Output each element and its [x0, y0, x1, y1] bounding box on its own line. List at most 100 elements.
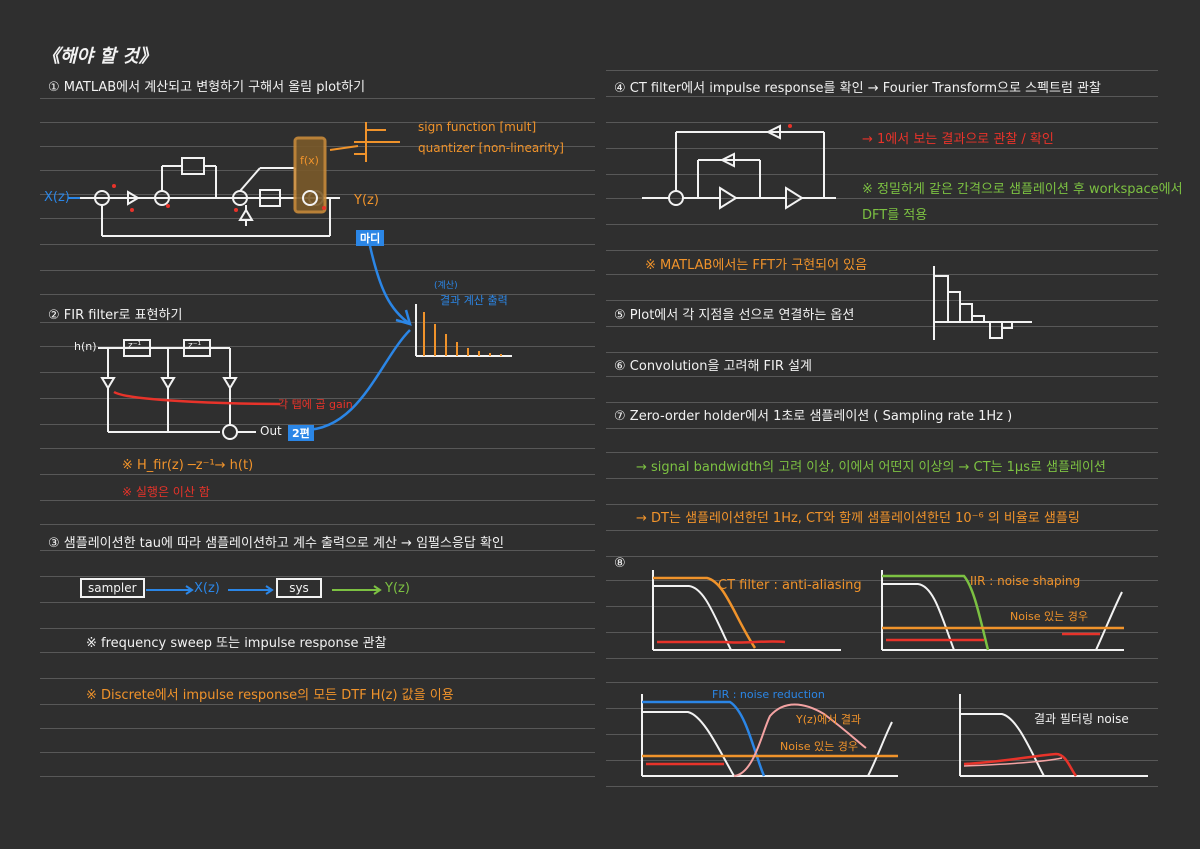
section-2-heading: ② FIR filter로 표현하기 — [48, 308, 183, 323]
ruled-line — [606, 148, 1158, 149]
plot-3-label: FIR : noise reduction — [712, 688, 825, 701]
ruled-line — [40, 98, 595, 99]
ruled-line — [606, 326, 1158, 327]
fir-note-1: ※ H_fir(z) ─z⁻¹→ h(t) — [122, 458, 254, 473]
s4-note-green-2: DFT를 적용 — [862, 208, 928, 223]
ruled-line — [40, 218, 595, 219]
plot-2-label: IIR : noise shaping — [970, 574, 1081, 588]
ruled-line — [40, 752, 595, 753]
ruled-line — [606, 376, 1158, 377]
ruled-line — [40, 678, 595, 679]
ct-filter-diagram — [642, 124, 836, 210]
s3-note-1: ※ frequency sweep 또는 impulse response 관찰 — [86, 636, 387, 651]
ruled-line — [606, 402, 1158, 403]
diagram1-block-label: f(x) — [300, 154, 319, 167]
diagram1-tag: 마디 — [356, 230, 385, 246]
s7-orange-note: → DT는 샘플레이션한던 1Hz, CT와 함께 샘플레이션한던 10⁻⁶ 의… — [636, 511, 1080, 526]
ruled-line — [606, 352, 1158, 353]
ruled-line — [40, 500, 595, 501]
ruled-line — [606, 250, 1158, 251]
sampler-block: sampler — [80, 578, 145, 598]
s4-note-green-1: ※ 정밀하게 같은 간격으로 샘플레이션 후 workspace에서 — [862, 182, 1183, 197]
ruled-line — [40, 628, 595, 629]
ruled-line — [606, 174, 1158, 175]
ruled-line — [606, 682, 1158, 683]
fir-gain-note: 각 탭에 곱 gain — [278, 398, 353, 411]
ruled-line — [606, 658, 1158, 659]
s4-note-orange: ※ MATLAB에서는 FFT가 구현되어 있음 — [645, 258, 868, 273]
ruled-line — [606, 504, 1158, 505]
plot-1-label: CT filter : anti-aliasing — [718, 578, 862, 593]
sign-function-note: sign function [mult] — [418, 120, 537, 134]
ruled-line — [40, 652, 595, 653]
section-8-heading: ⑧ — [614, 556, 626, 571]
ruled-line — [606, 70, 1158, 71]
section-5-heading: ⑤ Plot에서 각 지점을 선으로 연결하는 옵션 — [614, 308, 855, 323]
fir-note-2: ※ 실행은 이산 함 — [122, 485, 210, 499]
fir-delay-1: z⁻¹ — [128, 341, 142, 351]
sys-block: sys — [276, 578, 322, 598]
plot-3-sub-2: Noise 있는 경우 — [780, 740, 858, 753]
ruled-line — [40, 704, 595, 705]
ruled-line — [606, 530, 1158, 531]
ruled-line — [606, 452, 1158, 453]
page-title: 《해야 할 것》 — [42, 46, 157, 67]
ruled-line — [40, 524, 595, 525]
plot-3-sub-1: Y(z)에서 결과 — [796, 713, 862, 726]
section-4-heading: ④ CT filter에서 impulse response를 확인 → Fou… — [614, 81, 1101, 96]
ruled-line — [606, 122, 1158, 123]
s3-y-label: Y(z) — [385, 581, 410, 596]
fir-block-diagram — [98, 339, 281, 440]
ruled-line — [40, 424, 595, 425]
ruled-line — [40, 448, 595, 449]
block-diagram-1 — [68, 122, 400, 237]
diagram1-input: X(z) — [44, 190, 70, 205]
diagram1-output: Y(z) — [354, 193, 379, 208]
s7-green-note: → signal bandwidth의 고려 이상, 이에서 어떤지 이상의 →… — [636, 460, 1106, 475]
ruled-line — [40, 398, 595, 399]
ruled-line — [606, 556, 1158, 557]
ruled-line — [40, 122, 595, 123]
ruled-line — [606, 734, 1158, 735]
blue-connector-arrows — [303, 245, 412, 432]
plot-2-noise-shaping — [881, 570, 1124, 651]
s3-note-2: ※ Discrete에서 impulse response의 모든 DTF H(… — [86, 688, 454, 703]
ruled-line — [606, 708, 1158, 709]
ruled-line — [606, 428, 1158, 429]
mini-plot-caption: 결과 계산 출력 — [440, 294, 508, 307]
plot-3-noise-reduction — [641, 694, 898, 777]
section-1-heading: ① MATLAB에서 계산되고 변형하기 구해서 올림 plot하기 — [48, 80, 366, 95]
ruled-line — [40, 346, 595, 347]
ruled-line — [606, 478, 1158, 479]
ruled-line — [606, 760, 1158, 761]
s3-arrows — [146, 585, 382, 595]
ruled-line — [606, 96, 1158, 97]
ruled-line — [40, 776, 595, 777]
plot-4-label: 결과 필터링 noise — [1034, 712, 1129, 726]
s3-x-label: X(z) — [194, 581, 220, 596]
quantizer-note: quantizer [non-linearity] — [418, 141, 564, 155]
plot-2-sub: Noise 있는 경우 — [1010, 610, 1088, 623]
section-7-heading: ⑦ Zero-order holder에서 1초로 샘플레이션 ( Sampli… — [614, 409, 1013, 424]
fir-tag: 2편 — [288, 425, 314, 441]
fir-output-label: Out — [260, 424, 282, 438]
ruled-line — [40, 602, 595, 603]
section-6-heading: ⑥ Convolution을 고려해 FIR 설계 — [614, 359, 812, 374]
ruled-line — [40, 550, 595, 551]
ruled-line — [40, 322, 595, 323]
step-plot-sketch — [933, 266, 1032, 340]
ruled-line — [40, 728, 595, 729]
ruled-line — [40, 474, 595, 475]
ruled-line — [40, 244, 595, 245]
section-3-heading: ③ 샘플레이션한 tau에 따라 샘플레이션하고 계수 출력으로 계산 → 임펄… — [48, 536, 504, 551]
impulse-mini-plot — [415, 304, 512, 357]
plot-1-anti-aliasing — [652, 570, 841, 651]
ruled-line — [606, 786, 1158, 787]
ruled-line — [40, 576, 595, 577]
ruled-line — [606, 198, 1158, 199]
fir-input-label: h(n) — [74, 340, 97, 353]
plot-4-filtered-noise — [959, 694, 1148, 777]
ruled-line — [606, 274, 1158, 275]
ruled-line — [40, 294, 595, 295]
